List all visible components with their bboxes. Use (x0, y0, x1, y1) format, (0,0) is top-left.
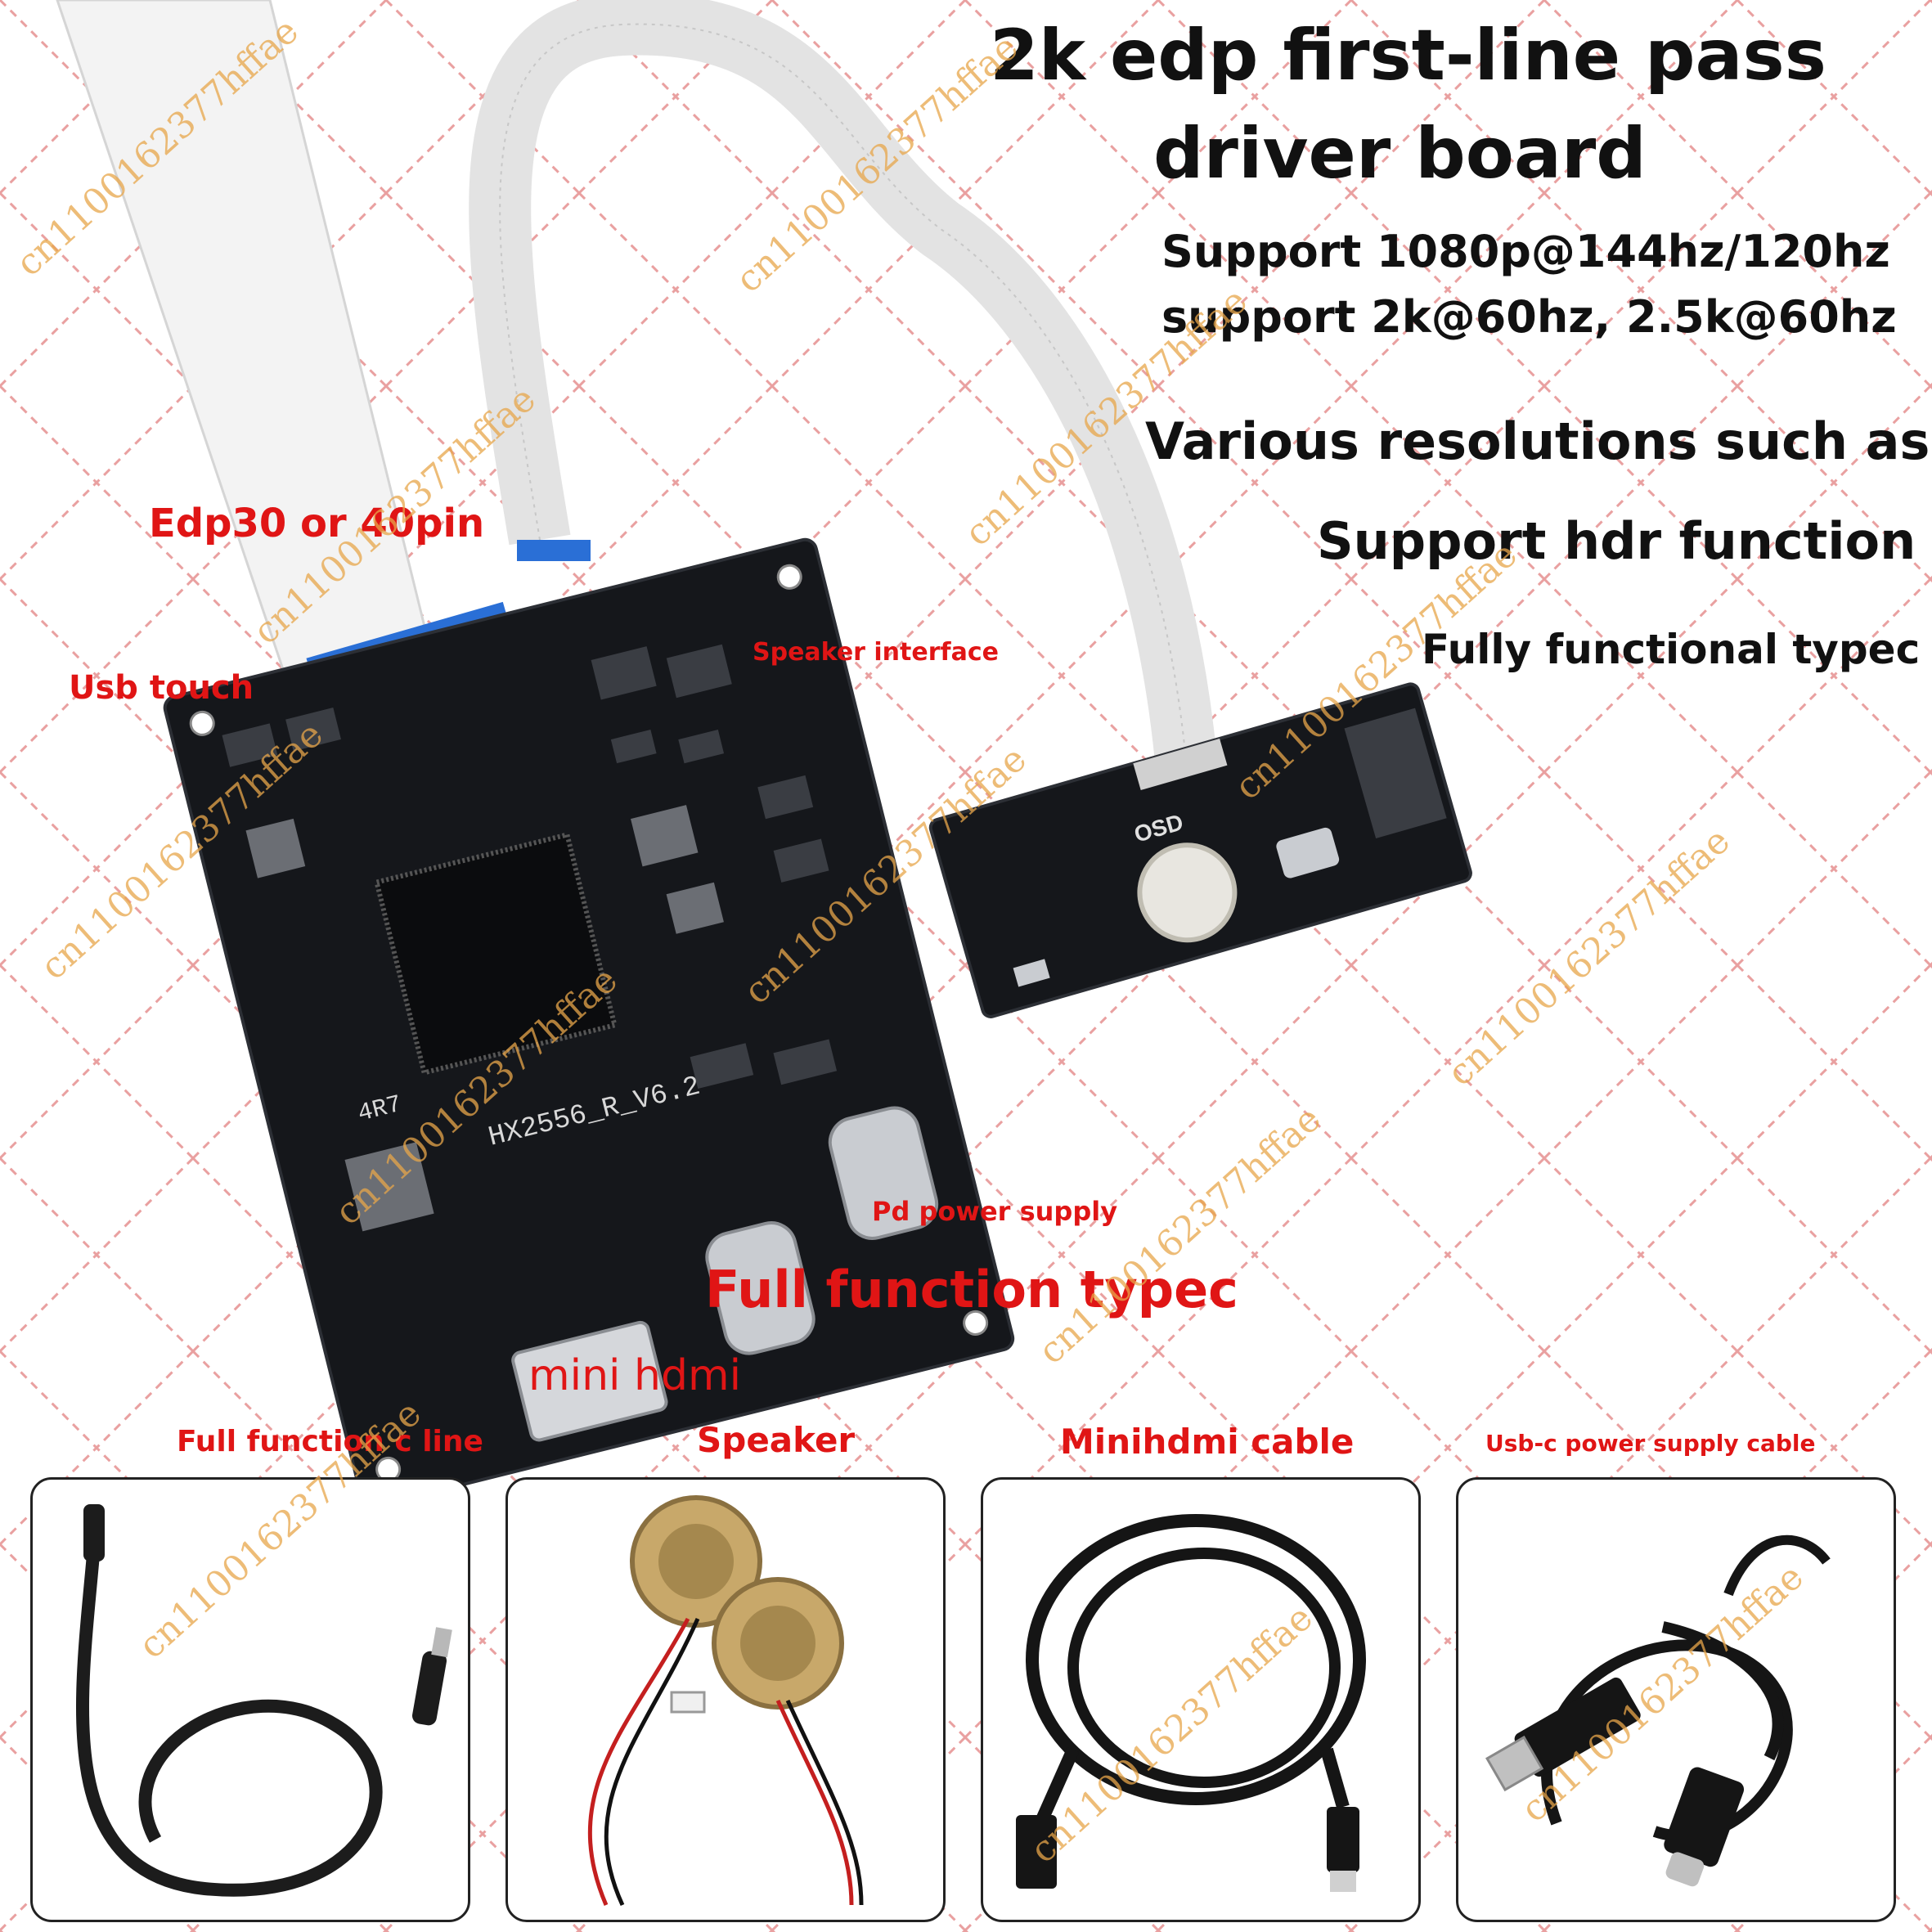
hdmi-cable-icon (1016, 1514, 1366, 1892)
usb-c-cable-icon (75, 1504, 452, 1897)
spec-line-1: Support 1080p@144hz/120hz (1161, 226, 1890, 277)
accessory-panel-c-line (30, 1477, 470, 1922)
spec-line-2: support 2k@60hz, 2.5k@60hz (1161, 291, 1897, 343)
main-chip (373, 831, 618, 1076)
usb-a-to-c-cable-icon (1485, 1534, 1831, 1887)
usbc-port-2 (705, 1221, 815, 1355)
key-board (928, 682, 1472, 1018)
spec-line-5: Fully functional typec (1422, 626, 1921, 673)
main-pcb (163, 537, 1015, 1508)
callout-usb-touch: Usb touch (69, 669, 254, 707)
mini-hdmi-port (511, 1320, 668, 1442)
accessory-label-c-line: Full function c line (177, 1425, 483, 1458)
accessory-label-speaker: Speaker (697, 1420, 856, 1460)
title-line-2: driver board (1153, 113, 1647, 195)
accessory-label-usbc-power: Usb-c power supply cable (1485, 1430, 1816, 1457)
spec-line-4: Support hdr function (1317, 511, 1916, 571)
usbc-port-1 (828, 1106, 939, 1240)
callout-full-function-typec: Full function typec (705, 1260, 1238, 1319)
speaker-icon (587, 1495, 864, 1907)
callout-speaker-interface: Speaker interface (753, 638, 999, 667)
edp-fpc-cable (56, 0, 427, 706)
title-line-1: 2k edp first-line pass (990, 15, 1826, 97)
accessory-panel-minihdmi (981, 1477, 1421, 1922)
accessory-panel-speaker (505, 1477, 946, 1922)
callout-mini-hdmi: mini hdmi (528, 1351, 742, 1400)
spec-line-3: Various resolutions such as (1145, 411, 1930, 471)
accessory-label-minihdmi: Minihdmi cable (1060, 1422, 1355, 1462)
callout-edp: Edp30 or 40pin (149, 501, 485, 546)
osd-knob (1137, 842, 1238, 943)
callout-pd-power: Pd power supply (872, 1196, 1118, 1227)
accessory-panel-usbc-power (1456, 1477, 1896, 1922)
